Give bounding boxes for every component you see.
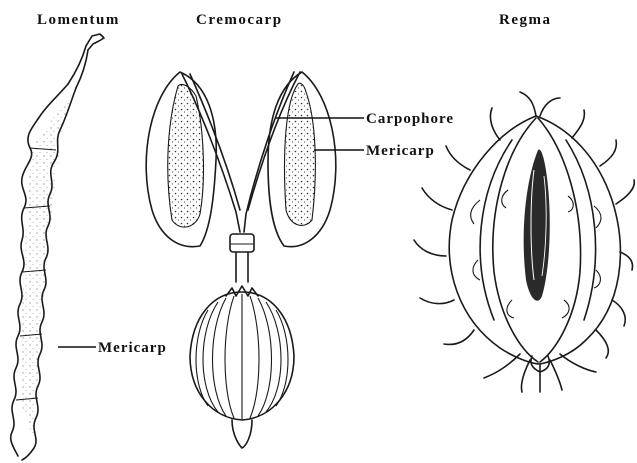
cremocarp-heading: Cremocarp	[196, 12, 283, 28]
carpophore-label: Carpophore	[366, 111, 454, 127]
regma-drawing	[414, 92, 634, 392]
lomentum-drawing	[11, 34, 104, 460]
cremocarp-drawing	[146, 72, 336, 448]
mericarp-label-lomentum: Mericarp	[98, 340, 167, 356]
lomentum-heading: Lomentum	[37, 12, 120, 28]
mericarp-label-cremocarp: Mericarp	[366, 143, 435, 159]
regma-heading: Regma	[499, 12, 552, 28]
